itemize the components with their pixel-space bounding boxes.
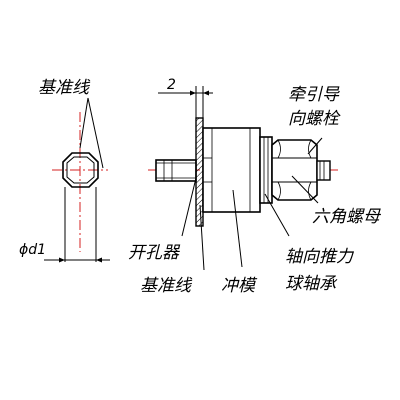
label-bolt-line2: 向螺栓 bbox=[288, 109, 341, 129]
bearing-leader bbox=[264, 193, 290, 237]
hex-nut-leader bbox=[291, 175, 319, 204]
guide-bolt bbox=[316, 160, 331, 181]
label-baseline-left: 基准线 bbox=[38, 78, 91, 98]
tube-outer-hexagon bbox=[62, 152, 99, 188]
diameter-arrow-right bbox=[96, 257, 102, 263]
label-bearing-line1: 轴向推力 bbox=[285, 247, 355, 267]
label-hole-opener: 开孔器 bbox=[128, 243, 181, 263]
hole-opener bbox=[155, 159, 197, 182]
plate-wall bbox=[195, 117, 204, 227]
hex-nut bbox=[271, 139, 318, 201]
label-dimension-2: 2 bbox=[167, 77, 176, 93]
label-punch-die: 冲模 bbox=[221, 276, 258, 296]
label-diameter: ϕd1 bbox=[19, 242, 46, 258]
label-baseline-bottom: 基准线 bbox=[140, 276, 193, 296]
bolt-leader bbox=[307, 137, 323, 155]
dimension-2-arrow-left bbox=[190, 90, 196, 96]
diameter-arrow-left bbox=[59, 257, 65, 263]
label-hex-nut: 六角螺母 bbox=[312, 207, 382, 227]
label-bearing-line2: 球轴承 bbox=[285, 274, 338, 294]
hole-opener-leader bbox=[181, 177, 197, 237]
punch-die bbox=[202, 127, 261, 213]
baseline-leader-b bbox=[87, 97, 104, 169]
dimension-2-arrow-right bbox=[203, 90, 209, 96]
left-section-view bbox=[44, 97, 110, 263]
baseline-bottom-leader bbox=[199, 204, 205, 271]
label-bolt-line1: 牵引导 bbox=[288, 85, 340, 105]
punch-die-leader bbox=[232, 189, 243, 268]
thrust-bearing bbox=[259, 136, 273, 204]
right-assembly-view bbox=[148, 86, 338, 271]
baseline-leader-a bbox=[79, 97, 89, 149]
tube-inner-hexagon bbox=[66, 156, 95, 184]
